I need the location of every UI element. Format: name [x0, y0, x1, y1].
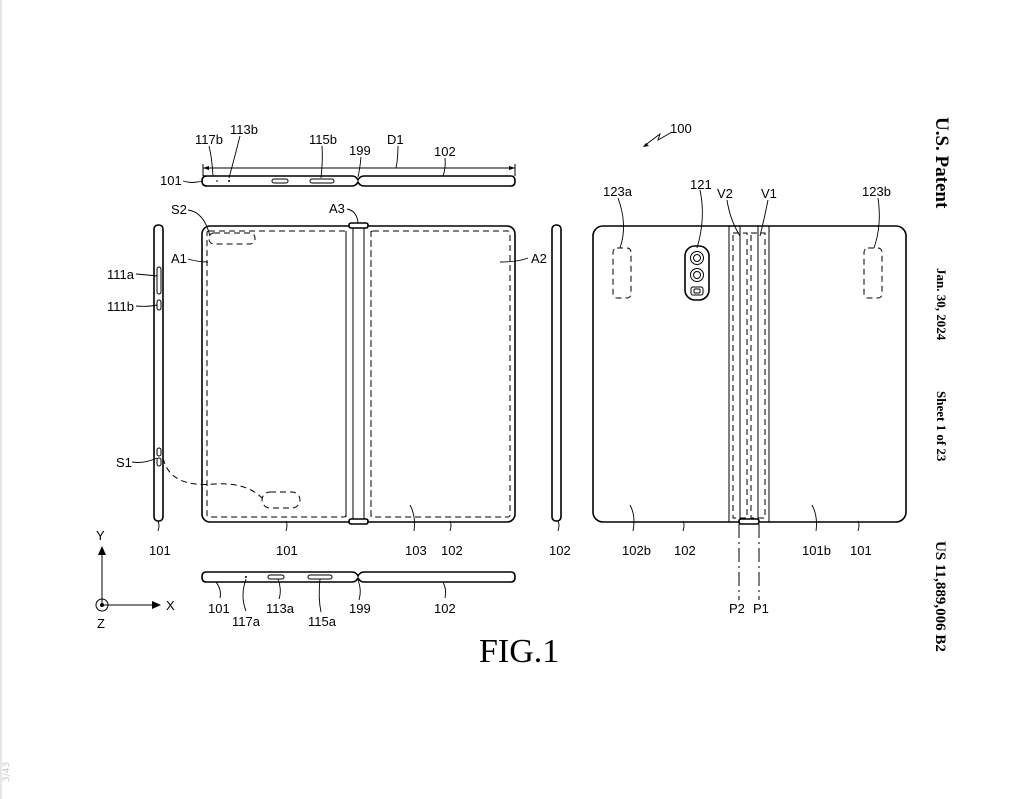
label-101-front: 101 [276, 543, 298, 558]
leader-lines [131, 131, 880, 613]
right-side-view [551, 224, 562, 522]
label-P2: P2 [729, 601, 745, 616]
label-102-side: 102 [549, 543, 571, 558]
header-sheet: Sheet 1 of 23 [934, 391, 949, 462]
reference-labels: 100 117b 113b 115b 199 D1 102 101 S2 A3 … [96, 121, 891, 631]
label-199-top: 199 [349, 143, 371, 158]
coordinate-axes [95, 546, 161, 612]
label-121: 121 [690, 177, 712, 192]
page-corner-number: 3/43 [2, 761, 12, 782]
label-A3: A3 [329, 201, 345, 216]
label-115b: 115b [309, 132, 337, 147]
label-102-bottom: 102 [434, 601, 456, 616]
label-axis-Y: Y [96, 528, 105, 543]
label-123a: 123a [603, 184, 633, 199]
label-113a: 113a [266, 601, 295, 616]
header-patent-number: US 11,889,006 B2 [932, 541, 948, 652]
label-A1: A1 [171, 251, 187, 266]
left-side-view [153, 224, 164, 522]
label-199-bottom: 199 [349, 601, 371, 616]
label-P1: P1 [753, 601, 769, 616]
back-view [592, 225, 907, 600]
top-edge-view [201, 164, 516, 187]
label-102b: 102b [622, 543, 651, 558]
figure-caption: FIG.1 [479, 633, 559, 670]
label-123b: 123b [862, 184, 891, 199]
label-axis-X: X [166, 598, 175, 613]
label-axis-Z: Z [97, 616, 105, 631]
label-111a: 111a [107, 267, 135, 282]
header-publisher: U.S. Patent [931, 117, 952, 209]
label-V2: V2 [717, 186, 733, 201]
label-102-top: 102 [434, 144, 456, 159]
label-100: 100 [670, 121, 692, 136]
label-101-side: 101 [149, 543, 171, 558]
label-101-back: 101 [850, 543, 872, 558]
patent-header: U.S. Patent Jan. 30, 2024 Sheet 1 of 23 … [931, 117, 952, 652]
label-102-back: 102 [674, 543, 696, 558]
label-V1: V1 [761, 186, 777, 201]
label-101-bottom: 101 [208, 601, 230, 616]
page-edge [0, 0, 2, 799]
bottom-edge-view [201, 571, 516, 583]
label-A2: A2 [531, 251, 547, 266]
label-S2: S2 [171, 202, 187, 217]
label-D1: D1 [387, 132, 404, 147]
header-date: Jan. 30, 2024 [934, 268, 949, 341]
label-101-top: 101 [160, 173, 182, 188]
label-111b: 111b [107, 299, 134, 314]
label-115a: 115a [308, 614, 337, 629]
label-117a: 117a [232, 614, 261, 629]
label-101b: 101b [802, 543, 831, 558]
label-S1: S1 [116, 455, 132, 470]
front-view [162, 222, 516, 525]
label-102-front: 102 [441, 543, 463, 558]
label-113b: 113b [230, 122, 258, 137]
label-103: 103 [405, 543, 427, 558]
label-117b: 117b [195, 132, 223, 147]
